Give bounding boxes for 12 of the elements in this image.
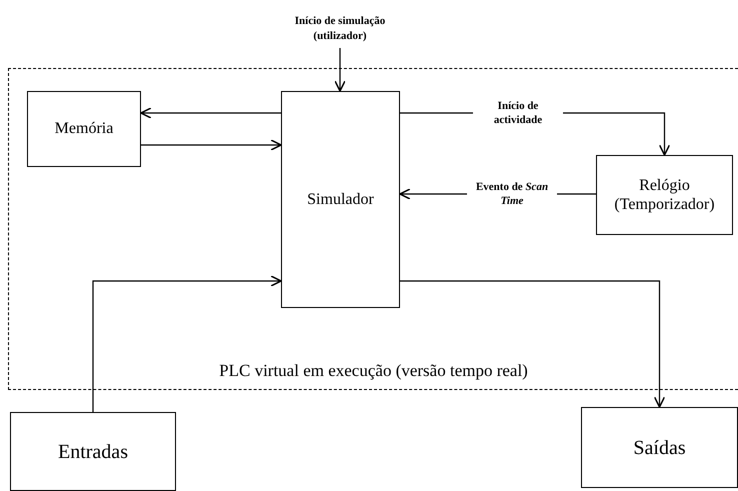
arrow (141, 139, 282, 151)
process-box: Simulador (281, 91, 400, 308)
process-box: Memória (27, 91, 141, 167)
input-box: Entradas (10, 412, 176, 491)
arrow (92, 275, 282, 412)
arrow (140, 107, 281, 119)
process-box: Relógio (Temporizador) (596, 155, 733, 235)
dashed-boundary (8, 68, 738, 390)
start-text: Início de simulação (utilizador) (270, 10, 410, 48)
arrow (334, 48, 346, 92)
arrow (400, 280, 666, 408)
output-box: Saídas (581, 407, 738, 488)
